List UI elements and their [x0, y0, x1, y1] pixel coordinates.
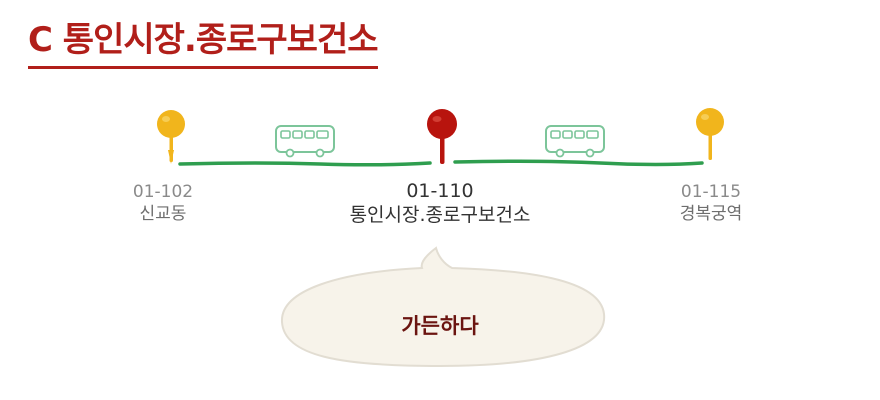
stop-label-current: 01-110 통인시장.종로구보건소: [350, 180, 531, 228]
stop-code: 01-110: [406, 180, 474, 202]
go-button[interactable]: 가든하다: [340, 300, 540, 350]
stop-name: 통인시장.종로구보건소: [349, 204, 531, 226]
route-line-left: [178, 161, 432, 167]
stop-name: 경복궁역: [679, 204, 743, 224]
bus-icon: [275, 125, 335, 158]
bus-icon: [545, 125, 605, 158]
speech-bubble-shape: [280, 246, 606, 368]
stop-label-next[interactable]: 01-115 경복궁역: [680, 182, 743, 226]
page-title: C 통인시장.종로구보건소: [28, 20, 379, 69]
map-pin-icon[interactable]: [427, 109, 457, 164]
stop-code: 01-115: [680, 182, 742, 202]
stop-name: 신교동: [139, 204, 187, 224]
page-title-text: C 통인시장.종로구보건소: [28, 20, 379, 60]
route-line-right: [453, 159, 704, 167]
stop-code: 01-102: [132, 182, 194, 202]
map-pin-icon[interactable]: [157, 110, 185, 164]
stop-label-prev[interactable]: 01-102 신교동: [133, 182, 193, 226]
map-pin-icon[interactable]: [696, 108, 724, 160]
